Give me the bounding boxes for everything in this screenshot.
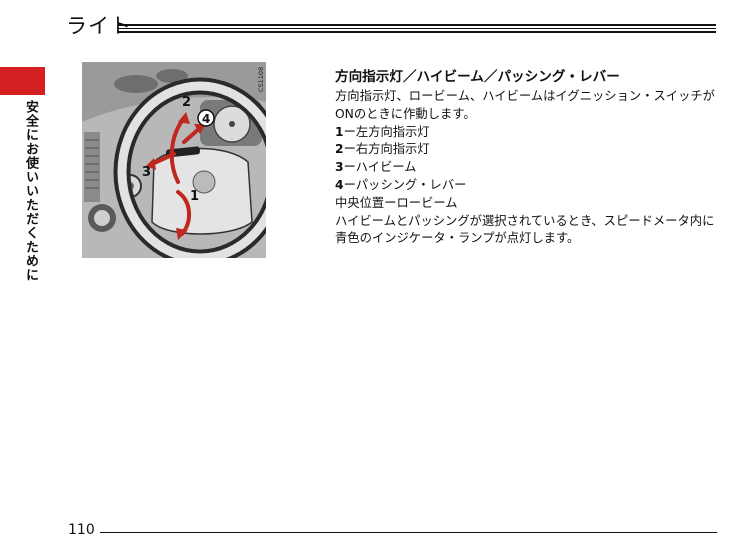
- item-text: ー左方向指示灯: [343, 124, 430, 139]
- item-number: 2: [335, 142, 344, 157]
- header-rule: [118, 24, 716, 33]
- center-position-text: 中央位置ーロービーム: [335, 195, 458, 210]
- page-title: ライト: [66, 14, 132, 38]
- item-text: ーパッシング・レバー: [343, 177, 467, 192]
- list-item: 4ーパッシング・レバー: [335, 177, 720, 195]
- indicator-note: ハイビームとパッシングが選択されているとき、スピードメータ内に青色のインジケータ…: [335, 213, 715, 246]
- list-item: 3ーハイビーム: [335, 159, 720, 177]
- list-item: 1ー左方向指示灯: [335, 124, 720, 142]
- item-number: 4: [335, 177, 344, 192]
- callout-2: 2: [182, 95, 191, 110]
- item-text: ーハイビーム: [343, 160, 417, 175]
- callout-3: 3: [142, 165, 151, 180]
- section-tab-marker: [0, 67, 45, 95]
- steering-lever-illustration: 2 4 3 1 CS1108: [82, 62, 266, 258]
- callout-1: 1: [190, 189, 199, 204]
- dashboard-drawing: 2 4 3 1 CS1108: [82, 62, 266, 258]
- item-number: 3: [335, 160, 344, 175]
- lever-description: 方向指示灯／ハイビーム／パッシング・レバー 方向指示灯、ロービーム、ハイビームは…: [335, 68, 720, 248]
- figure-code: CS1108: [257, 67, 265, 92]
- footer-rule: [100, 532, 717, 533]
- intro-text: 方向指示灯、ロービーム、ハイビームはイグニッション・スイッチがONのときに作動し…: [335, 89, 715, 121]
- section-label: 安全にお使いいただくために: [23, 100, 38, 282]
- list-item: 2ー右方向指示灯: [335, 141, 720, 159]
- page-number: 110: [68, 522, 95, 538]
- section-heading: 方向指示灯／ハイビーム／パッシング・レバー: [335, 69, 620, 85]
- item-number: 1: [335, 124, 344, 139]
- item-text: ー右方向指示灯: [343, 142, 430, 157]
- callout-4: 4: [202, 112, 210, 126]
